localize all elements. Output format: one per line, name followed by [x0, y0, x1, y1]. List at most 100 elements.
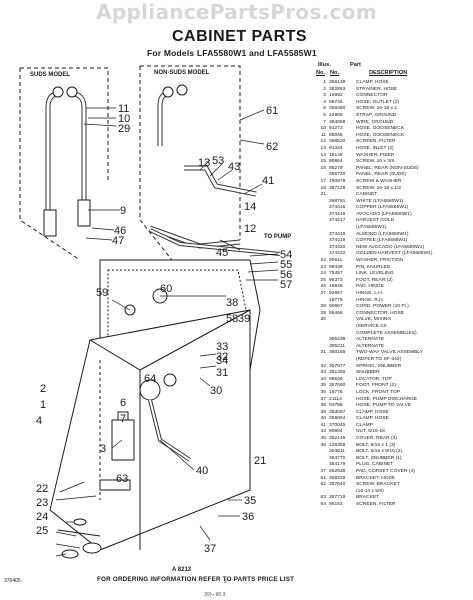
- callout-46: 46: [114, 225, 126, 237]
- non-suds-model-label: NON-SUDS MODEL: [154, 70, 210, 76]
- illus-no: 1: [323, 80, 326, 85]
- parts-row: (LFA5585W1): [316, 225, 471, 232]
- part-no: 90611: [329, 258, 343, 264]
- part-description: STRAP, GROUND: [356, 112, 397, 118]
- illus-no: 28: [320, 304, 326, 310]
- part-description: NUT, 5/16-18: [356, 429, 385, 435]
- part-description: (REFER TO SF-342): [356, 356, 402, 362]
- part-description: CLAMP, HOSE: [356, 416, 389, 422]
- callout-leaders: [55, 107, 279, 557]
- illus-no: 33: [320, 370, 326, 376]
- part-no: 357719: [329, 495, 346, 501]
- part-description: CONNECTOR, HOSE: [356, 310, 405, 316]
- part-no: 96045: [329, 132, 343, 138]
- part-description: BRACKET: [356, 495, 380, 501]
- part-no: 374415: [329, 205, 346, 211]
- callout-64: 64: [144, 373, 156, 385]
- part-no: 355094: [329, 416, 346, 422]
- part-no: 96746: [329, 99, 343, 105]
- callout-11: 11: [118, 103, 129, 115]
- illus-no: 11: [320, 132, 326, 138]
- illus-no: 15: [320, 159, 326, 165]
- callout-61: 61: [266, 105, 278, 117]
- illus-no: 47: [320, 469, 326, 475]
- part-description: SPRING, SNUBBER: [356, 363, 402, 369]
- callout-13: 13: [198, 157, 210, 169]
- part-description: (16-14 x 5/8): [356, 488, 384, 494]
- part-description: HINGE, L.H.: [356, 291, 384, 296]
- illus-no: 35: [320, 383, 326, 389]
- callout-23: 23: [36, 497, 48, 509]
- callout-numbers: 11 10 29 61 62 13 53 43 41 14 12 9 46 47…: [36, 103, 292, 555]
- illus-no: 18: [320, 185, 326, 191]
- parts-row: (REFER TO SF-342): [316, 357, 471, 364]
- callout-60: 60: [160, 283, 172, 295]
- illus-no: 6: [323, 112, 326, 118]
- part-no: 374420: [329, 244, 346, 250]
- pump-hoses: TO PUMP: [149, 228, 291, 256]
- illus-no: 32: [320, 363, 326, 369]
- part-no: 190879: [329, 178, 346, 184]
- part-description: GOLDEN HARVEST (LFA5585W1): [356, 251, 433, 257]
- part-no: 374417: [329, 218, 346, 224]
- part-description: HOSE, INLET (2): [356, 145, 394, 151]
- part-description: PAD, CORSET COVER (4): [356, 469, 415, 475]
- part-no: 356138: [329, 80, 346, 85]
- document-code: 376405: [4, 578, 21, 584]
- header-illus-no: No.: [316, 70, 326, 76]
- part-description: SCREW, BRACKET: [356, 482, 400, 488]
- parts-list-header: Illus. Part No. No. DESCRIPTION: [316, 62, 471, 80]
- part-no: 355730: [329, 172, 346, 178]
- part-description: CLAMP: [356, 422, 373, 428]
- page-subtitle: For Models LFA5580W1 and LFA5585W1: [147, 48, 317, 58]
- illus-no: 64: [320, 502, 326, 507]
- callout-58: 58: [226, 313, 238, 325]
- callout-54: 54: [280, 249, 292, 261]
- illus-no: 29: [320, 310, 326, 316]
- margin-scrawl: 39|-- 80.3: [204, 592, 226, 598]
- part-no: 98649: [329, 376, 343, 382]
- part-no: 353611: [329, 449, 345, 455]
- part-description: WIRE, GROUND: [356, 119, 394, 125]
- illus-no: 16: [320, 165, 326, 171]
- illus-no: 13: [320, 145, 326, 151]
- part-description: CLAMP, HOSE: [356, 80, 389, 85]
- callout-30: 30: [210, 385, 222, 397]
- part-no: 385438: [329, 337, 346, 343]
- to-pump-label: TO PUMP: [264, 234, 291, 240]
- part-no: 95466: [329, 310, 343, 316]
- callout-45: 45: [216, 247, 228, 259]
- callout-32: 32: [216, 351, 228, 363]
- header-illus: Illus.: [318, 62, 331, 68]
- part-description: BOLT, 5/16 x 9/16 (2): [356, 449, 403, 455]
- part-description: HOSE, OUTLET (2): [356, 99, 400, 105]
- part-no: 353097: [329, 409, 346, 415]
- callout-34: 34: [216, 355, 228, 367]
- part-no: 385211: [329, 343, 345, 349]
- callout-3: 3: [100, 443, 106, 455]
- callout-59: 59: [96, 287, 108, 299]
- part-description: COMPLETE ASSEMBLIES): [356, 330, 417, 336]
